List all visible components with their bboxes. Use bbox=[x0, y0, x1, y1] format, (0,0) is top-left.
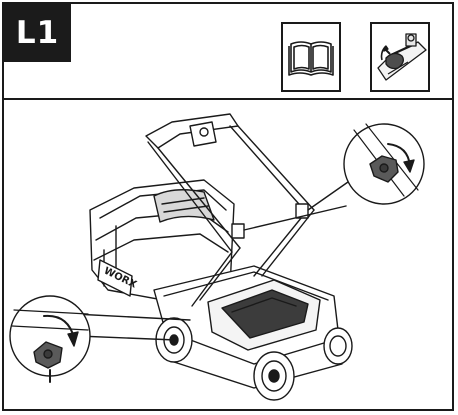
front-wheel-right bbox=[253, 351, 295, 401]
mower-deck bbox=[153, 265, 343, 389]
callout-line-left bbox=[73, 313, 191, 321]
callout-line-right bbox=[243, 205, 347, 231]
step-header: L1 bbox=[4, 4, 452, 100]
handle-assembly bbox=[145, 113, 315, 307]
grass-bag bbox=[89, 179, 235, 303]
assembly-illustration: WORX bbox=[4, 100, 452, 409]
handle-knob-tool-icon bbox=[377, 33, 427, 81]
mower-drawing: WORX bbox=[9, 113, 425, 401]
knob-detail-right bbox=[343, 123, 425, 205]
page-frame: L1 bbox=[2, 2, 454, 411]
manual-icon-box bbox=[281, 22, 341, 92]
open-book-icon bbox=[288, 41, 334, 76]
tool-icon-box bbox=[370, 22, 430, 92]
knob-detail-left bbox=[9, 295, 91, 383]
front-wheel-left bbox=[323, 327, 353, 365]
step-label: L1 bbox=[4, 4, 71, 62]
